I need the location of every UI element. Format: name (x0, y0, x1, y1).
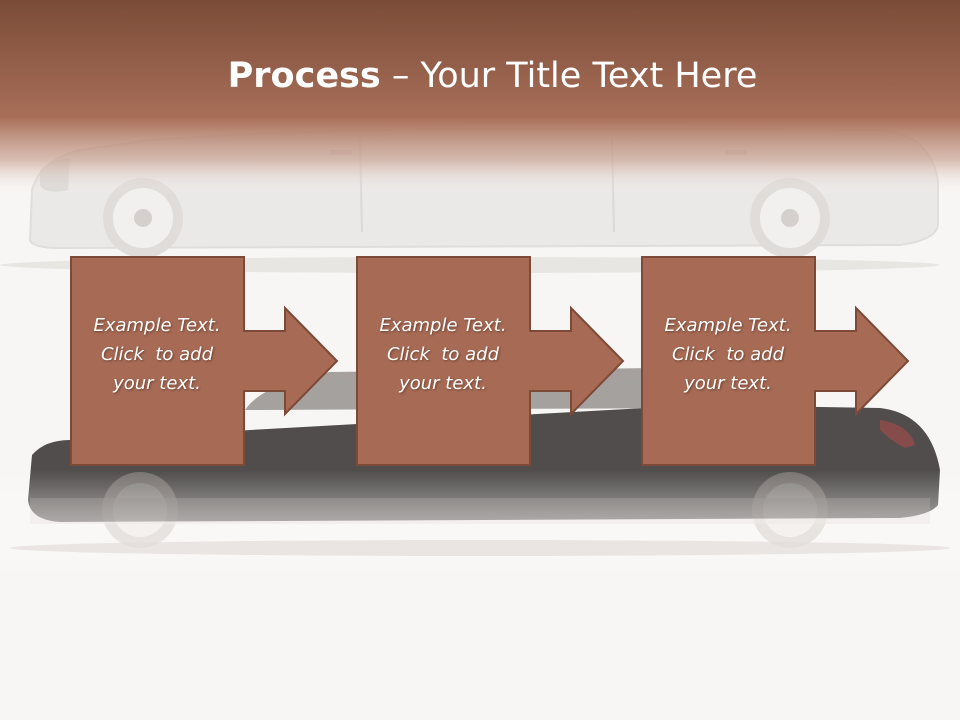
step-shape (356, 256, 625, 466)
right-arrow-icon (356, 256, 625, 466)
step-text-line-1: Example Text. (379, 315, 507, 336)
step-shape (641, 256, 910, 466)
step-text-line-2: Click to add (386, 344, 499, 365)
process-step-1[interactable]: Example Text. Click to add your text. (70, 256, 343, 466)
car-reflection-image (30, 472, 930, 548)
right-arrow-icon (70, 256, 339, 466)
step-text-line-3: your text. (113, 373, 201, 394)
step-text[interactable]: Example Text. Click to add your text. (357, 311, 529, 398)
title-bold-part: Process (227, 56, 381, 96)
step-text-line-1: Example Text. (93, 315, 221, 336)
step-text-line-3: your text. (684, 373, 772, 394)
process-step-2[interactable]: Example Text. Click to add your text. (356, 256, 629, 466)
step-shape (70, 256, 339, 466)
step-text-line-2: Click to add (671, 344, 784, 365)
right-arrow-icon (641, 256, 910, 466)
step-text-line-3: your text. (399, 373, 487, 394)
title-rest-part: – Your Title Text Here (380, 56, 758, 96)
header-band (0, 0, 960, 195)
slide-title[interactable]: Process – Your Title Text Here (0, 54, 960, 98)
step-text-line-2: Click to add (100, 344, 213, 365)
step-text[interactable]: Example Text. Click to add your text. (642, 311, 814, 398)
step-text-line-1: Example Text. (664, 315, 792, 336)
process-step-3[interactable]: Example Text. Click to add your text. (641, 256, 914, 466)
step-text[interactable]: Example Text. Click to add your text. (71, 311, 243, 398)
